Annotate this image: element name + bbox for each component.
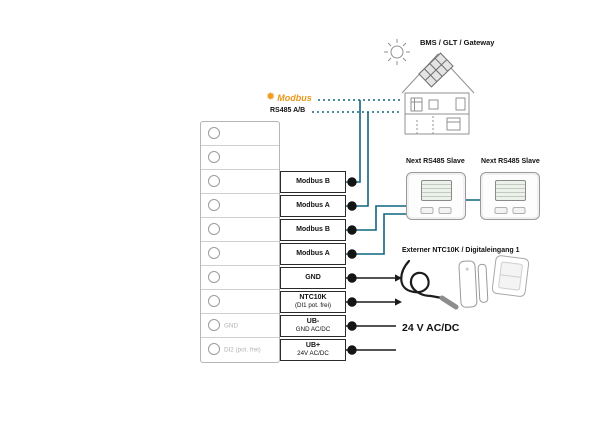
door-contact-sensor-icon	[458, 260, 489, 308]
sun-icon	[384, 39, 410, 65]
terminal-row	[201, 242, 279, 266]
terminal-screw-icon	[208, 127, 220, 139]
terminal-screw-icon	[208, 319, 220, 331]
connector-sublabel: (DI1 pot. frei)	[294, 302, 332, 310]
terminal-block: GND DI2 (pot. frei)	[200, 121, 280, 363]
thermostat-slave-1	[406, 172, 466, 220]
terminal-screw-icon	[208, 151, 220, 163]
terminal-row	[201, 122, 279, 146]
terminal-screw-icon	[208, 247, 220, 259]
building-illustration	[401, 53, 475, 135]
power-supply-label: 24 V AC/DC	[402, 322, 460, 334]
terminal-connector-dots	[347, 177, 357, 355]
terminal-screw-icon	[208, 343, 220, 355]
connector-box-ub-plus: UB+ 24V AC/DC	[280, 339, 346, 361]
connector-box-modbus-a-2: Modbus A	[280, 243, 346, 265]
wall-switch-icon	[491, 255, 530, 297]
connector-label: UB-	[306, 318, 320, 326]
terminal-screw-icon	[208, 223, 220, 235]
rs485-dotted-lines	[312, 99, 400, 113]
connector-box-ub-minus: UB- GND AC/DC	[280, 315, 346, 337]
slave1-label: Next RS485 Slave	[406, 158, 465, 165]
connector-label: Modbus A	[296, 249, 330, 257]
terminal-row	[201, 146, 279, 170]
terminal-screw-icon	[208, 271, 220, 283]
connector-label: GND	[305, 273, 321, 281]
connector-box-modbus-b-2: Modbus B	[280, 219, 346, 241]
terminal-row	[201, 194, 279, 218]
connector-label: UB+	[305, 342, 321, 350]
connector-sublabel: GND AC/DC	[295, 326, 331, 334]
thermostat-button	[494, 207, 508, 214]
connector-label: Modbus B	[296, 225, 330, 233]
thermostat-button	[512, 207, 526, 214]
connector-box-gnd: GND	[280, 267, 346, 289]
bms-label: BMS / GLT / Gateway	[420, 38, 495, 47]
connector-sublabel: 24V AC/DC	[297, 350, 329, 358]
thermostat-button	[438, 207, 452, 214]
thermostat-display	[421, 180, 452, 201]
external-ntc-label: Externer NTC10K / Digitaleingang 1	[402, 247, 520, 254]
terminal-row: GND	[201, 314, 279, 338]
terminal-row: DI2 (pot. frei)	[201, 338, 279, 362]
thermostat-slave-2	[480, 172, 540, 220]
thermostat-display	[495, 180, 526, 201]
temperature-probe-icon	[400, 259, 459, 310]
terminal-row	[201, 290, 279, 314]
terminal-row	[201, 266, 279, 290]
connector-box-modbus-b-1: Modbus B	[280, 171, 346, 193]
terminal-row	[201, 170, 279, 194]
connector-box-ntc10k: NTC10K (DI1 pot. frei)	[280, 291, 346, 313]
thermostat-button	[420, 207, 434, 214]
terminal-row	[201, 218, 279, 242]
rs485-label: RS485 A/B	[270, 107, 306, 114]
connector-label: Modbus B	[296, 177, 330, 185]
terminal-screw-icon	[208, 199, 220, 211]
terminal-row-label-di2: DI2 (pot. frei)	[224, 346, 261, 354]
connector-label: NTC10K	[299, 294, 327, 302]
modbus-logo: ✹ Modbus	[266, 92, 312, 103]
terminal-screw-icon	[208, 295, 220, 307]
modbus-star-icon: ✹	[266, 91, 276, 103]
terminal-row-label-gnd: GND	[224, 322, 238, 329]
wire-arrowheads	[395, 274, 402, 306]
slave2-label: Next RS485 Slave	[481, 158, 540, 165]
modbus-logo-text: Modbus	[277, 92, 312, 103]
connector-label: Modbus A	[296, 201, 330, 209]
terminal-screw-icon	[208, 175, 220, 187]
solar-panel-icon	[418, 52, 454, 88]
connector-box-modbus-a-1: Modbus A	[280, 195, 346, 217]
power-wires	[346, 277, 396, 351]
